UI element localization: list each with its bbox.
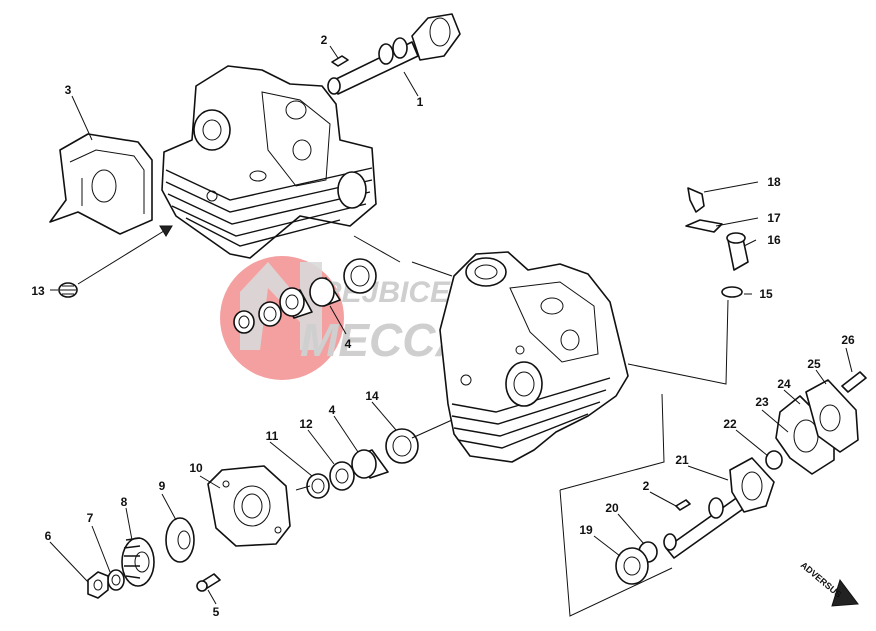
- callout-18: 18: [767, 175, 781, 189]
- bearing-part-19: [615, 547, 649, 585]
- guide-line: [559, 489, 673, 617]
- rear-cylinder-head: [161, 65, 377, 259]
- callout-15: 15: [759, 287, 773, 301]
- guide-line: [411, 261, 453, 277]
- cover-part-24-25: [805, 379, 859, 453]
- upper-bearing-set: [233, 258, 377, 334]
- callout-5: 5: [213, 605, 220, 619]
- tappet-part-16: [726, 232, 749, 271]
- bolt-part-5: [196, 573, 221, 592]
- watermark-line1: REJBICE: [320, 276, 451, 309]
- bolt-part-26: [841, 371, 867, 393]
- callout-labels: 2 1 3 13 4 5 6 7 8 9 10 11 12 4 14 18 17…: [31, 33, 855, 619]
- callout-24: 24: [777, 377, 791, 391]
- bearing-flange: [207, 465, 291, 547]
- guide-line: [353, 235, 401, 263]
- pulley-assembly: [87, 517, 195, 599]
- screw-part-18: [687, 187, 705, 213]
- arrow-head: [159, 225, 173, 237]
- key-pin-lower: [675, 499, 691, 511]
- guide-line: [411, 419, 453, 439]
- callout-17: 17: [767, 211, 781, 225]
- callout-12: 12: [299, 417, 313, 431]
- callout-3: 3: [65, 83, 72, 97]
- camshaft-front: [663, 457, 775, 559]
- callout-14: 14: [365, 389, 379, 403]
- callout-leaders: [49, 45, 853, 605]
- callout-13: 13: [31, 284, 45, 298]
- callout-9: 9: [159, 479, 166, 493]
- callout-16: 16: [767, 233, 781, 247]
- front-cylinder-head: [439, 251, 629, 463]
- camshaft-rear: [327, 13, 461, 95]
- plug-part-13: [58, 282, 78, 298]
- callout-22: 22: [723, 417, 737, 431]
- callout-2-lower: 2: [643, 479, 650, 493]
- callout-21: 21: [675, 453, 689, 467]
- guide-line: [627, 299, 729, 385]
- ring-part-15: [721, 286, 743, 298]
- direction-badge: ADVERSUS: [799, 560, 859, 607]
- callout-8: 8: [121, 495, 128, 509]
- callout-7: 7: [87, 511, 94, 525]
- callout-19: 19: [579, 523, 593, 537]
- clip-part-17: [685, 219, 723, 233]
- direction-badge-text: ADVERSUS: [799, 560, 844, 600]
- callout-1: 1: [417, 95, 424, 109]
- arrow-line: [77, 225, 173, 285]
- callout-20: 20: [605, 501, 619, 515]
- lower-bearing-set: [306, 428, 419, 499]
- callout-4: 4: [345, 337, 352, 351]
- valve-cover: [49, 133, 153, 235]
- callout-4-lower: 4: [329, 403, 336, 417]
- callout-26: 26: [841, 333, 855, 347]
- callout-11: 11: [266, 429, 279, 443]
- callout-10: 10: [189, 461, 203, 475]
- callout-23: 23: [755, 395, 769, 409]
- callout-2: 2: [321, 33, 328, 47]
- seal-part-22: [765, 450, 783, 470]
- guide-line: [559, 393, 665, 491]
- callout-6: 6: [45, 529, 52, 543]
- callout-25: 25: [807, 357, 821, 371]
- key-pin-top: [331, 55, 349, 67]
- guide-line: [295, 485, 311, 491]
